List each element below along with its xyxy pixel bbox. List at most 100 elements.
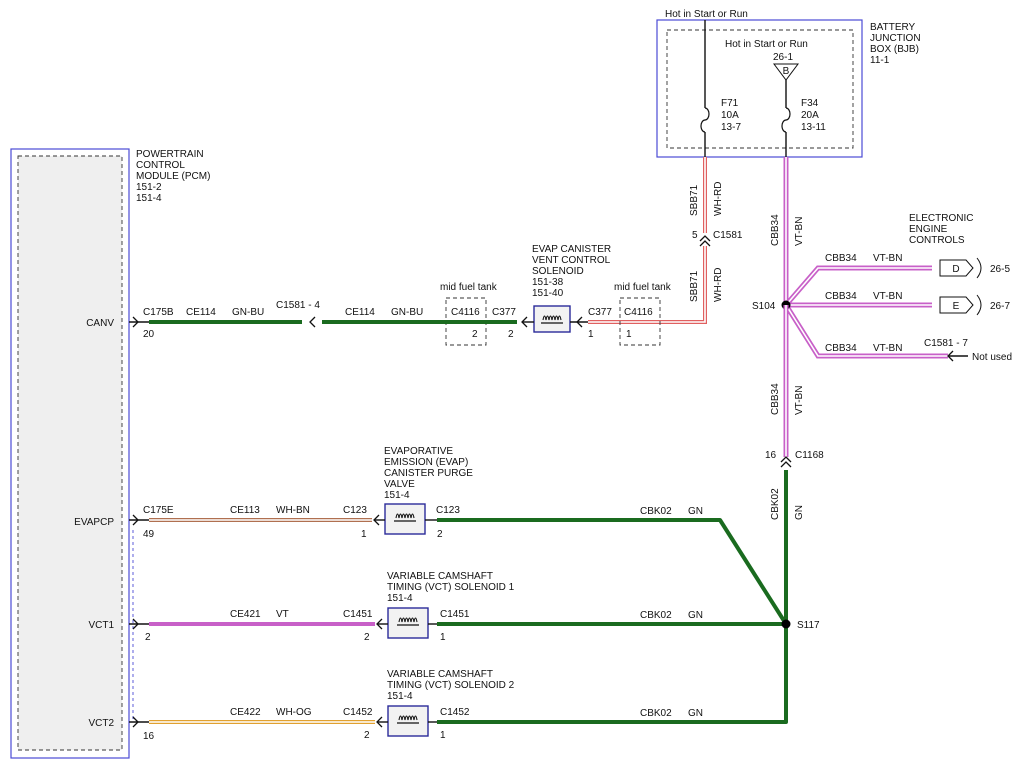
label-cbb34-e: CBB34 <box>825 291 857 302</box>
label-ce114-left: CE114 <box>186 307 216 318</box>
bjb-border <box>656 19 863 158</box>
fuse-f71-rating: 10A <box>721 110 739 121</box>
connector-e-tag <box>939 296 974 314</box>
label-pin1-c4116: 1 <box>626 329 632 340</box>
c377-arrow-icon <box>521 316 528 328</box>
bjb-hot-inner: Hot in Start or Run <box>725 39 808 50</box>
fuse-f71-id: F71 <box>721 98 739 109</box>
label-s117: S117 <box>797 620 820 631</box>
label-c1581-4: C1581 - 4 <box>276 300 320 311</box>
label-conn-d: D <box>952 264 959 275</box>
vct2-title-3: 151-4 <box>387 691 413 702</box>
pcm-module-body <box>17 155 123 751</box>
c377-right-arrow-icon <box>576 316 583 328</box>
label-c1451-left: C1451 <box>343 609 373 620</box>
label-pin2-left: 2 <box>508 329 514 340</box>
label-c175e: C175E <box>143 505 174 516</box>
bjb-hot-outer: Hot in Start or Run <box>665 9 748 20</box>
bjb-bus-b-triangle <box>773 63 799 81</box>
label-pin2-c123: 2 <box>437 529 443 540</box>
bjb-bus-ref: 26-1 <box>773 52 793 63</box>
wire-cbb34-to-d <box>784 265 932 307</box>
evap-purge-title-3: CANISTER PURGE <box>384 468 473 479</box>
evap-vent-title-5: 151-40 <box>532 288 564 299</box>
label-gnbu-left: GN-BU <box>232 307 264 318</box>
bjb-inner <box>666 29 854 149</box>
c1581-connector-mark <box>699 235 711 247</box>
bjb-title-4: 11-1 <box>870 55 890 66</box>
pcm-pin-evapcp: EVAPCP <box>74 517 114 528</box>
bjb-title-1: BATTERY <box>870 22 916 33</box>
pcm-title-4: 151-2 <box>136 182 162 193</box>
label-c175b: C175B <box>143 307 174 318</box>
label-not-used: Not used <box>972 352 1012 363</box>
wire-cbk02-evap <box>437 518 788 626</box>
label-c123-left: C123 <box>343 505 367 516</box>
label-vtbn-e: VT-BN <box>873 291 902 302</box>
label-pin16-vct2: 16 <box>143 731 155 742</box>
bracket-26-7 <box>976 294 982 316</box>
pcm-module-border <box>10 148 130 759</box>
fuse-f34-icon <box>781 107 791 133</box>
pin-5: 5 <box>692 230 698 241</box>
label-whog: WH-OG <box>276 707 312 718</box>
label-whrd-lower: WH-RD <box>713 268 724 302</box>
label-pin2-c1451: 2 <box>364 632 370 643</box>
label-ce421: CE421 <box>230 609 261 620</box>
label-gnbu-right: GN-BU <box>391 307 423 318</box>
label-sbb71-upper: SBB71 <box>689 184 700 216</box>
eec-title-1: ELECTRONIC <box>909 213 973 224</box>
fuse-f34-id: F34 <box>801 98 819 109</box>
fuse-f34-ref: 13-11 <box>801 122 826 133</box>
label-cbk02-evap: CBK02 <box>640 506 672 517</box>
label-c1451-right: C1451 <box>440 609 470 620</box>
vct2-solenoid <box>387 705 429 737</box>
label-vt: VT <box>276 609 289 620</box>
label-vtbn-n: VT-BN <box>873 343 902 354</box>
label-vtbn-d: VT-BN <box>873 253 902 264</box>
fuse-f71-icon <box>700 107 710 133</box>
label-gn-vert: GN <box>794 505 805 520</box>
label-pin49: 49 <box>143 529 155 540</box>
label-cbb34-n: CBB34 <box>825 343 857 354</box>
label-cbk02-vert: CBK02 <box>770 488 781 520</box>
label-pin1-right: 1 <box>588 329 594 340</box>
connector-c1581: C1581 <box>713 230 743 241</box>
label-gn-evap: GN <box>688 506 703 517</box>
label-ref-26-7: 26-7 <box>990 301 1010 312</box>
label-c1452-right: C1452 <box>440 707 470 718</box>
eec-title-3: CONTROLS <box>909 235 965 246</box>
label-pin1-c1451: 1 <box>440 632 446 643</box>
label-ce114-right: CE114 <box>345 307 375 318</box>
label-pin2-c1452: 2 <box>364 730 370 741</box>
vct2-title-1: VARIABLE CAMSHAFT <box>387 669 493 680</box>
bracket-26-5 <box>976 257 982 279</box>
label-pin2-vct1-pcm: 2 <box>145 632 151 643</box>
label-whrd-upper: WH-RD <box>713 182 724 216</box>
evap-purge-title-4: VALVE <box>384 479 415 490</box>
wire-cbk02-vct2 <box>437 624 788 724</box>
label-c123-right: C123 <box>436 505 460 516</box>
c1581-4-arrow-icon <box>309 316 316 328</box>
label-pin2-c4116: 2 <box>472 329 478 340</box>
label-ce113: CE113 <box>230 505 260 516</box>
label-gn-vct1: GN <box>688 610 703 621</box>
splice-s117 <box>781 619 791 629</box>
pcm-pin-vct1: VCT1 <box>88 620 114 631</box>
bjb-title-3: BOX (BJB) <box>870 44 919 55</box>
vct1-title-3: 151-4 <box>387 593 413 604</box>
label-c4116-left: C4116 <box>451 307 480 318</box>
label-c377-right: C377 <box>588 307 612 318</box>
eec-title-2: ENGINE <box>909 224 948 235</box>
evap-vent-title-1: EVAP CANISTER <box>532 244 611 255</box>
wire-sbb71-whrd-lower <box>588 246 707 324</box>
evap-purge-title-2: EMISSION (EVAP) <box>384 457 468 468</box>
evap-purge-title-5: 151-4 <box>384 490 410 501</box>
label-cbb34-d: CBB34 <box>825 253 857 264</box>
evap-vent-title-2: VENT CONTROL <box>532 255 611 266</box>
vct1-title-1: VARIABLE CAMSHAFT <box>387 571 493 582</box>
c1168-connector-mark <box>780 456 792 468</box>
label-c4116-right: C4116 <box>624 307 653 318</box>
evap-purge-title-1: EVAPORATIVE <box>384 446 453 457</box>
